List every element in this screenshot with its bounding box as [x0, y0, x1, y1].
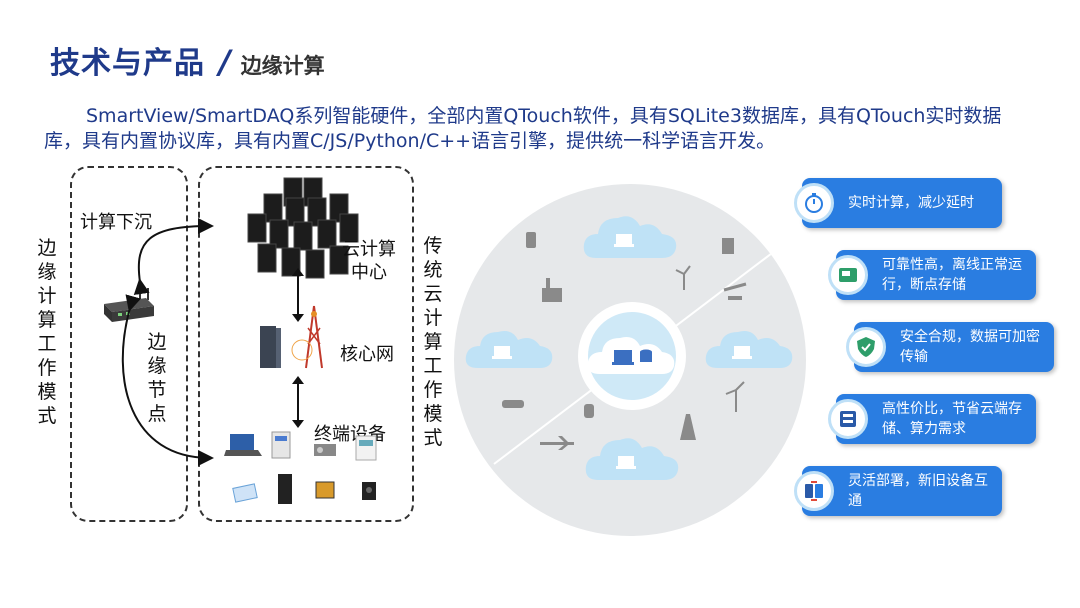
- shield-icon: [846, 327, 886, 367]
- cabinet-icon: [278, 474, 292, 504]
- datacenter-icon: [247, 177, 359, 279]
- page-title: 技术与产品: [50, 46, 205, 81]
- cloud-bottom-icon: [585, 438, 679, 480]
- oil-pump-icon: [723, 282, 747, 300]
- edge-arrows: [121, 218, 214, 466]
- cloud-right-icon: [705, 331, 793, 368]
- camera-icon: [362, 482, 376, 500]
- central-cloud-icon: [587, 337, 675, 374]
- scene-icons: [502, 232, 747, 450]
- controller-icon: [315, 481, 335, 499]
- storage-icon: [828, 399, 868, 439]
- core-terminal-arrow: [292, 376, 304, 428]
- feature-card-2: 可靠性高，离线正常运行，断点存储: [828, 250, 1036, 300]
- sync-icon: [794, 471, 834, 511]
- description-text: SmartView/SmartDAQ系列智能硬件，全部内置QTouch软件，具有…: [44, 105, 1002, 152]
- cloud-center-label: 云计算 中心: [342, 239, 396, 283]
- page-subtitle: 边缘计算: [240, 54, 325, 78]
- laptop-icon: [224, 434, 262, 456]
- traditional-mode-label: 传统 云计 算工 作模 式: [423, 235, 443, 449]
- terminal-devices: [224, 431, 377, 504]
- wind-turbine-icon: [675, 265, 691, 290]
- building-icon: [722, 238, 734, 254]
- cloud-core-arrow: [292, 268, 304, 322]
- sensor-icon: [314, 444, 336, 456]
- meter-icon: [271, 431, 291, 459]
- tablet-icon: [232, 483, 258, 503]
- stopwatch-icon: [794, 183, 834, 223]
- plane-icon: [540, 436, 574, 450]
- feature-card-4: 高性价比，节省云端存储、算力需求: [828, 394, 1036, 444]
- cloud-left-icon: [465, 331, 553, 368]
- cloud-top-icon: [583, 216, 677, 258]
- core-network-label: 核心网: [340, 344, 394, 365]
- tower-icon: [680, 414, 696, 440]
- core-network-icon: [260, 305, 323, 369]
- train-icon: [584, 404, 594, 418]
- phone-icon: [526, 232, 536, 248]
- panel-icon: [355, 435, 377, 461]
- feature-card-5: 灵活部署，新旧设备互通: [794, 466, 1002, 516]
- title-separator: /: [219, 43, 231, 81]
- page-header: 技术与产品 / 边缘计算: [50, 38, 325, 82]
- factory-icon: [542, 278, 562, 302]
- edge-mode-label: 边缘 计算 工作 模式: [37, 237, 57, 427]
- device-icon: [828, 255, 868, 295]
- feature-card-1: 实时计算，减少延时: [794, 178, 1002, 228]
- car-icon: [502, 400, 524, 408]
- feature-card-3: 安全合规，数据可加密传输: [846, 322, 1054, 372]
- windmill-icon: [725, 381, 745, 412]
